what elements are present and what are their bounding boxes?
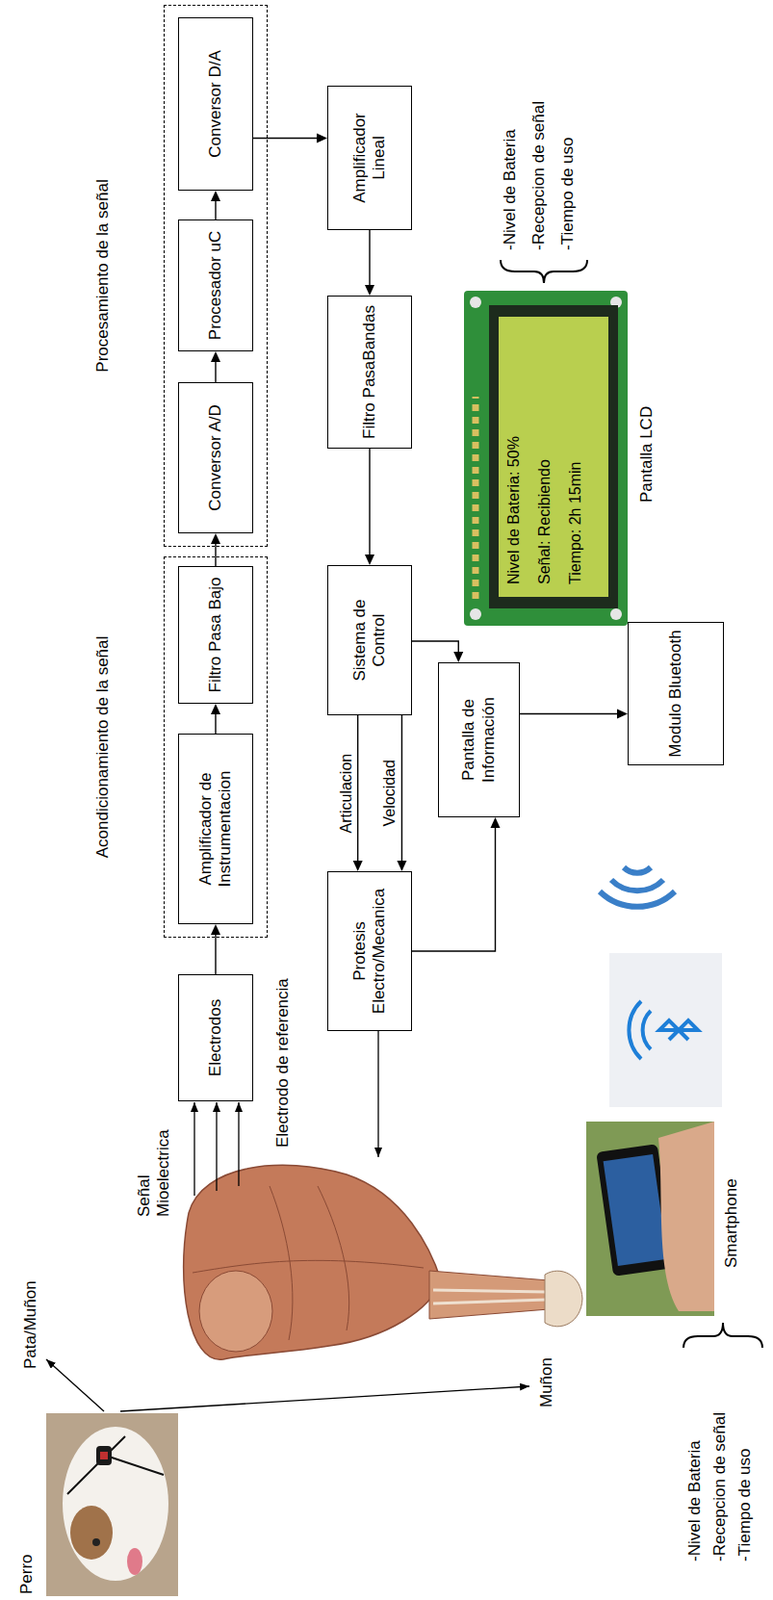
connector-line [412,825,496,952]
box-label: Conversor D/A [206,50,226,157]
dog-photo [46,1413,179,1597]
pointer-arrows [46,1359,530,1412]
box-label: Procesador uC [206,231,226,340]
arrow-head [453,651,464,663]
box-label: Filtro PasaBandas [360,305,380,439]
box-label: Amplificador Lineal [350,92,390,224]
process-box: Protesis Electro/Mecanica [327,871,413,1031]
connector-line [214,932,216,975]
process-box: Amplificador Lineal [327,85,413,231]
arrow-head [316,133,328,144]
box-label: Amplificador de Instrumentacion [196,740,236,918]
process-box: Procesador uC [178,219,254,352]
box-label: Pantalla de Información [459,669,499,811]
box-label: Filtro Pasa Bajo [206,577,226,694]
text-label: Tiempo: 2h 15min [566,462,585,585]
arrow-head [210,533,221,544]
brace [500,259,763,1348]
process-box: Filtro PasaBandas [327,295,413,449]
process-box: Conversor A/D [178,382,254,534]
box-label: Electrodos [206,999,226,1077]
connector-line [412,641,459,654]
text-label: Pantalla LCD [637,406,657,503]
connector-line [214,712,216,734]
leg-illustration [183,1164,583,1360]
connector [210,703,221,734]
process-box: Conversor D/A [178,17,254,191]
box-label: Protesis Electro/Mecanica [350,877,390,1025]
connector [210,924,221,975]
box-label: Conversor A/D [206,404,226,512]
connector [412,641,464,663]
connector [364,230,375,296]
arrow-head [210,190,221,202]
group-heading: Acondicionamiento de la señal [93,557,113,937]
process-box: Pantalla de Información [438,662,520,818]
arrow-head [364,284,375,296]
text-label: Muñon [537,1357,557,1408]
text-label: -Tiempo de uso [558,137,578,251]
text-label: Nivel de Bateria: 50% [504,436,523,585]
process-box: Electrodos [178,974,254,1102]
connector [210,351,221,383]
process-box: Amplificador de Instrumentacion [178,733,254,925]
arrow-head [364,554,375,566]
radio-waves [599,867,675,907]
text-label: Señal: Recibiendo [535,459,554,585]
stage-group: Procesamiento de la señalConversor A/DPr… [163,4,268,547]
connector-line [253,137,319,139]
connector-line [368,230,370,287]
connector [364,448,375,566]
text-label: -Nivel de Bateria [500,128,520,251]
arrow-head [210,924,221,935]
connector [210,533,221,567]
arrow-head [396,860,407,872]
arrow-head [617,709,628,720]
connector-line [368,448,370,557]
edge-label: Velocidad [380,757,399,828]
connector-line [519,713,619,715]
process-box: Modulo Bluetooth [627,621,724,766]
connector [210,190,221,220]
process-box: Sistema de Control [327,565,413,716]
connector [412,817,501,952]
arrow-head [210,351,221,362]
arrow-head [353,860,363,872]
process-box: Filtro Pasa Bajo [178,566,254,704]
connector-line [214,199,216,220]
text-label: Smartphone [721,1178,742,1268]
edge-label: Articulacion [336,751,356,836]
text-label: Señal Mioelectrica [134,1120,175,1217]
text-label: -Recepcion de señal [710,1412,730,1562]
connector-line [357,715,359,863]
connector-line [214,541,216,567]
stage-group: Acondicionamiento de la señalAmplificado… [163,556,268,938]
connector-line [214,360,216,383]
box-label: Sistema de Control [350,571,390,709]
smartphone-photo [586,1121,715,1316]
group-heading: Procesamiento de la señal [93,5,113,546]
text-label: -Tiempo de uso [735,1448,755,1562]
lcd-module [463,290,628,626]
arrow-head [210,703,221,715]
text-label: -Recepcion de señal [529,101,549,251]
arrow-head [490,817,501,828]
text-label: Pata/Muñon [21,1280,41,1369]
connector-line [401,715,403,863]
connector [519,709,628,720]
text-label: -Nivel de Bateria [685,1440,705,1562]
box-label: Modulo Bluetooth [666,629,686,757]
text-label: Electrodo de referencia [273,978,293,1148]
text-label: Perro [17,1553,37,1595]
connector [253,133,328,144]
bluetooth-logo [609,953,722,1108]
